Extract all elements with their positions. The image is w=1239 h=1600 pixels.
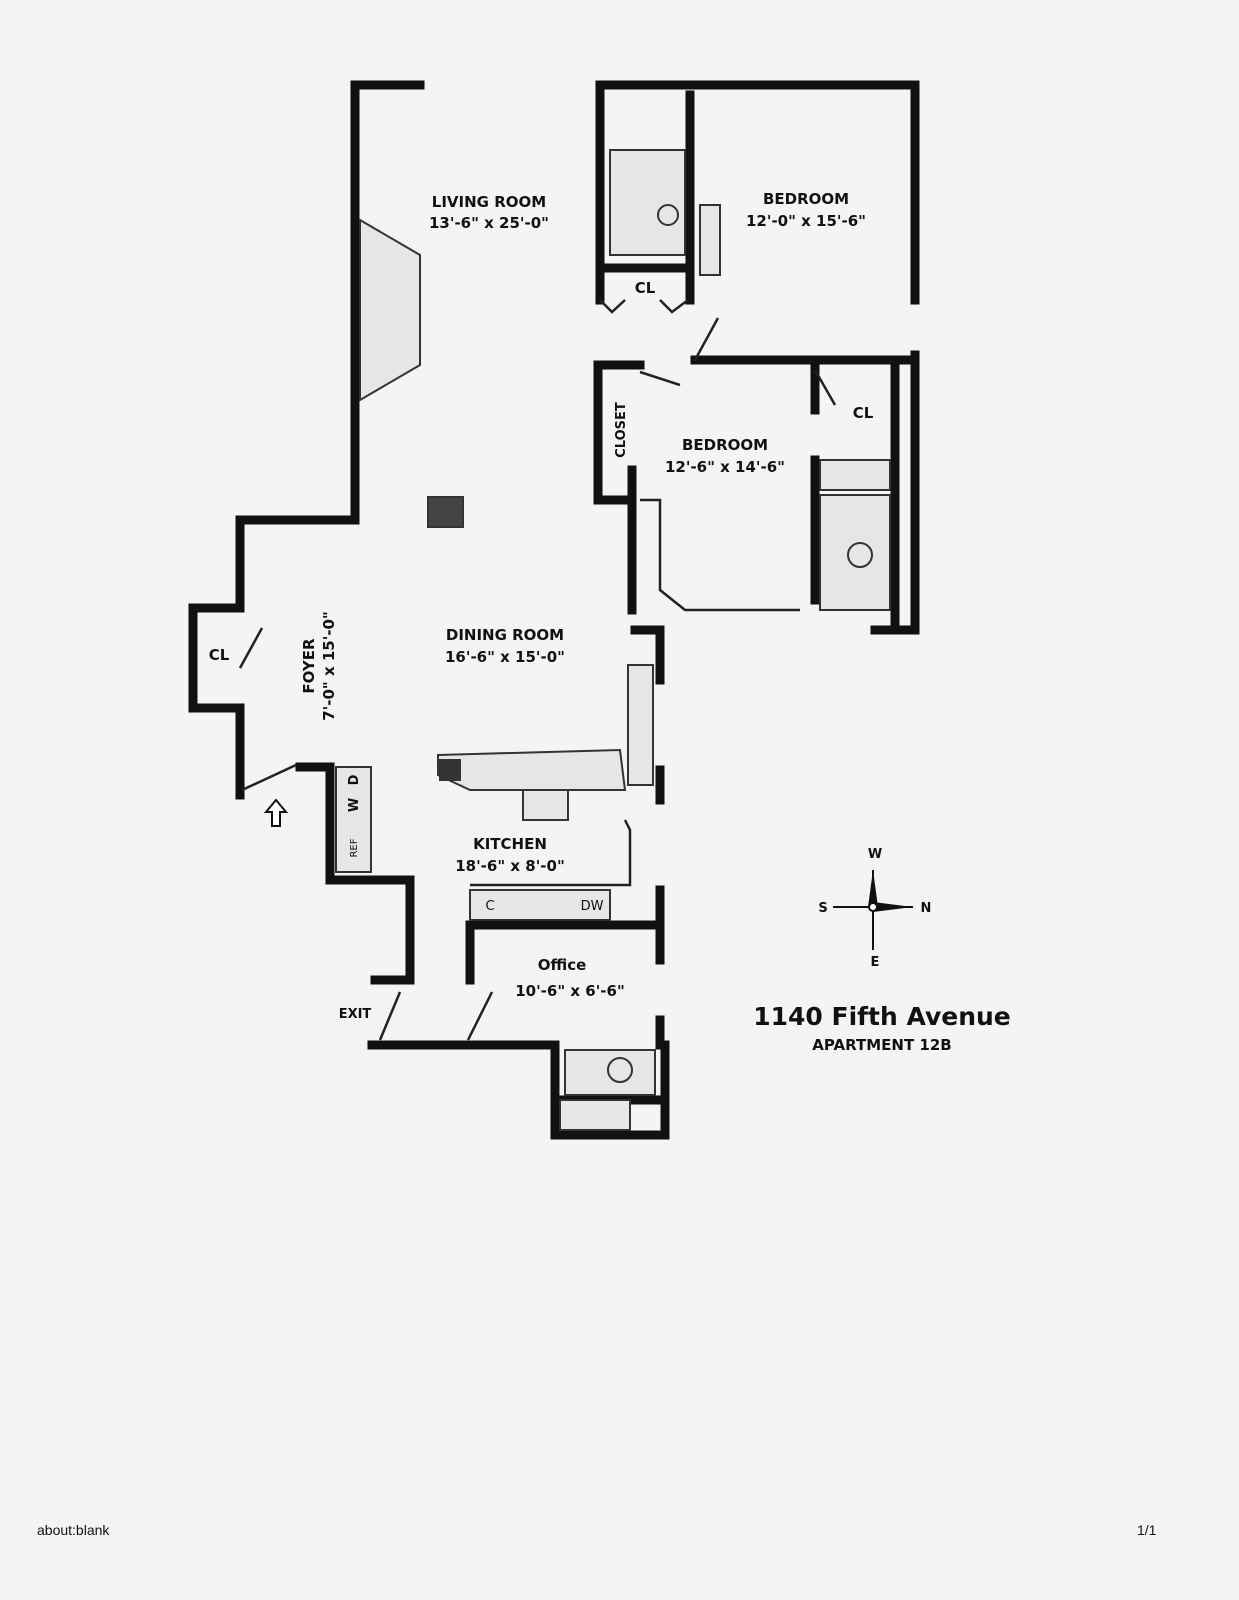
- compass-north: N: [921, 901, 932, 916]
- closet-label-bedroom: CL: [853, 404, 874, 422]
- dryer-label: D: [347, 774, 362, 785]
- fixtures: [335, 149, 891, 1131]
- dishwasher-label: DW: [581, 899, 604, 914]
- office-size: 10'-6" x 6'-6": [515, 982, 625, 1000]
- dining-room-size: 16'-6" x 15'-0": [445, 648, 565, 666]
- kitchen-size: 18'-6" x 8'-0": [455, 857, 565, 875]
- office-label: Office: [538, 956, 587, 974]
- compass-south: S: [818, 901, 827, 916]
- bedroom-2-label: BEDROOM: [682, 436, 768, 454]
- building-address: 1140 Fifth Avenue: [753, 1002, 1011, 1031]
- walls: [188, 80, 920, 1140]
- closet-label: CLOSET: [614, 402, 629, 458]
- bedroom-1-size: 12'-0" x 15'-6": [746, 212, 866, 230]
- entry-arrow-icon: [263, 798, 289, 827]
- living-room-label: LIVING ROOM: [432, 193, 546, 211]
- bedroom-1-label: BEDROOM: [763, 190, 849, 208]
- washer-label: W: [347, 798, 362, 812]
- compass-west: W: [868, 847, 882, 862]
- doors: [238, 299, 837, 1041]
- foyer-size: 7'-0" x 15'-0": [320, 611, 338, 721]
- living-room-size: 13'-6" x 25'-0": [429, 214, 549, 232]
- cooktop-label: C: [485, 899, 494, 914]
- apartment-number: APARTMENT 12B: [812, 1036, 951, 1054]
- kitchen-label: KITCHEN: [473, 835, 547, 853]
- footer-page-number: 1/1: [1137, 1522, 1157, 1538]
- closet-label-bath: CL: [635, 279, 656, 297]
- bedroom-2-size: 12'-6" x 14'-6": [665, 458, 785, 476]
- compass-icon: [833, 870, 913, 950]
- ref-label: REF: [349, 838, 360, 857]
- foyer-label: FOYER: [300, 638, 318, 694]
- footer-url: about:blank: [37, 1522, 110, 1538]
- exit-label: EXIT: [339, 1007, 372, 1022]
- closet-label-foyer: CL: [209, 646, 230, 664]
- compass-east: E: [871, 955, 880, 970]
- dining-room-label: DINING ROOM: [446, 626, 564, 644]
